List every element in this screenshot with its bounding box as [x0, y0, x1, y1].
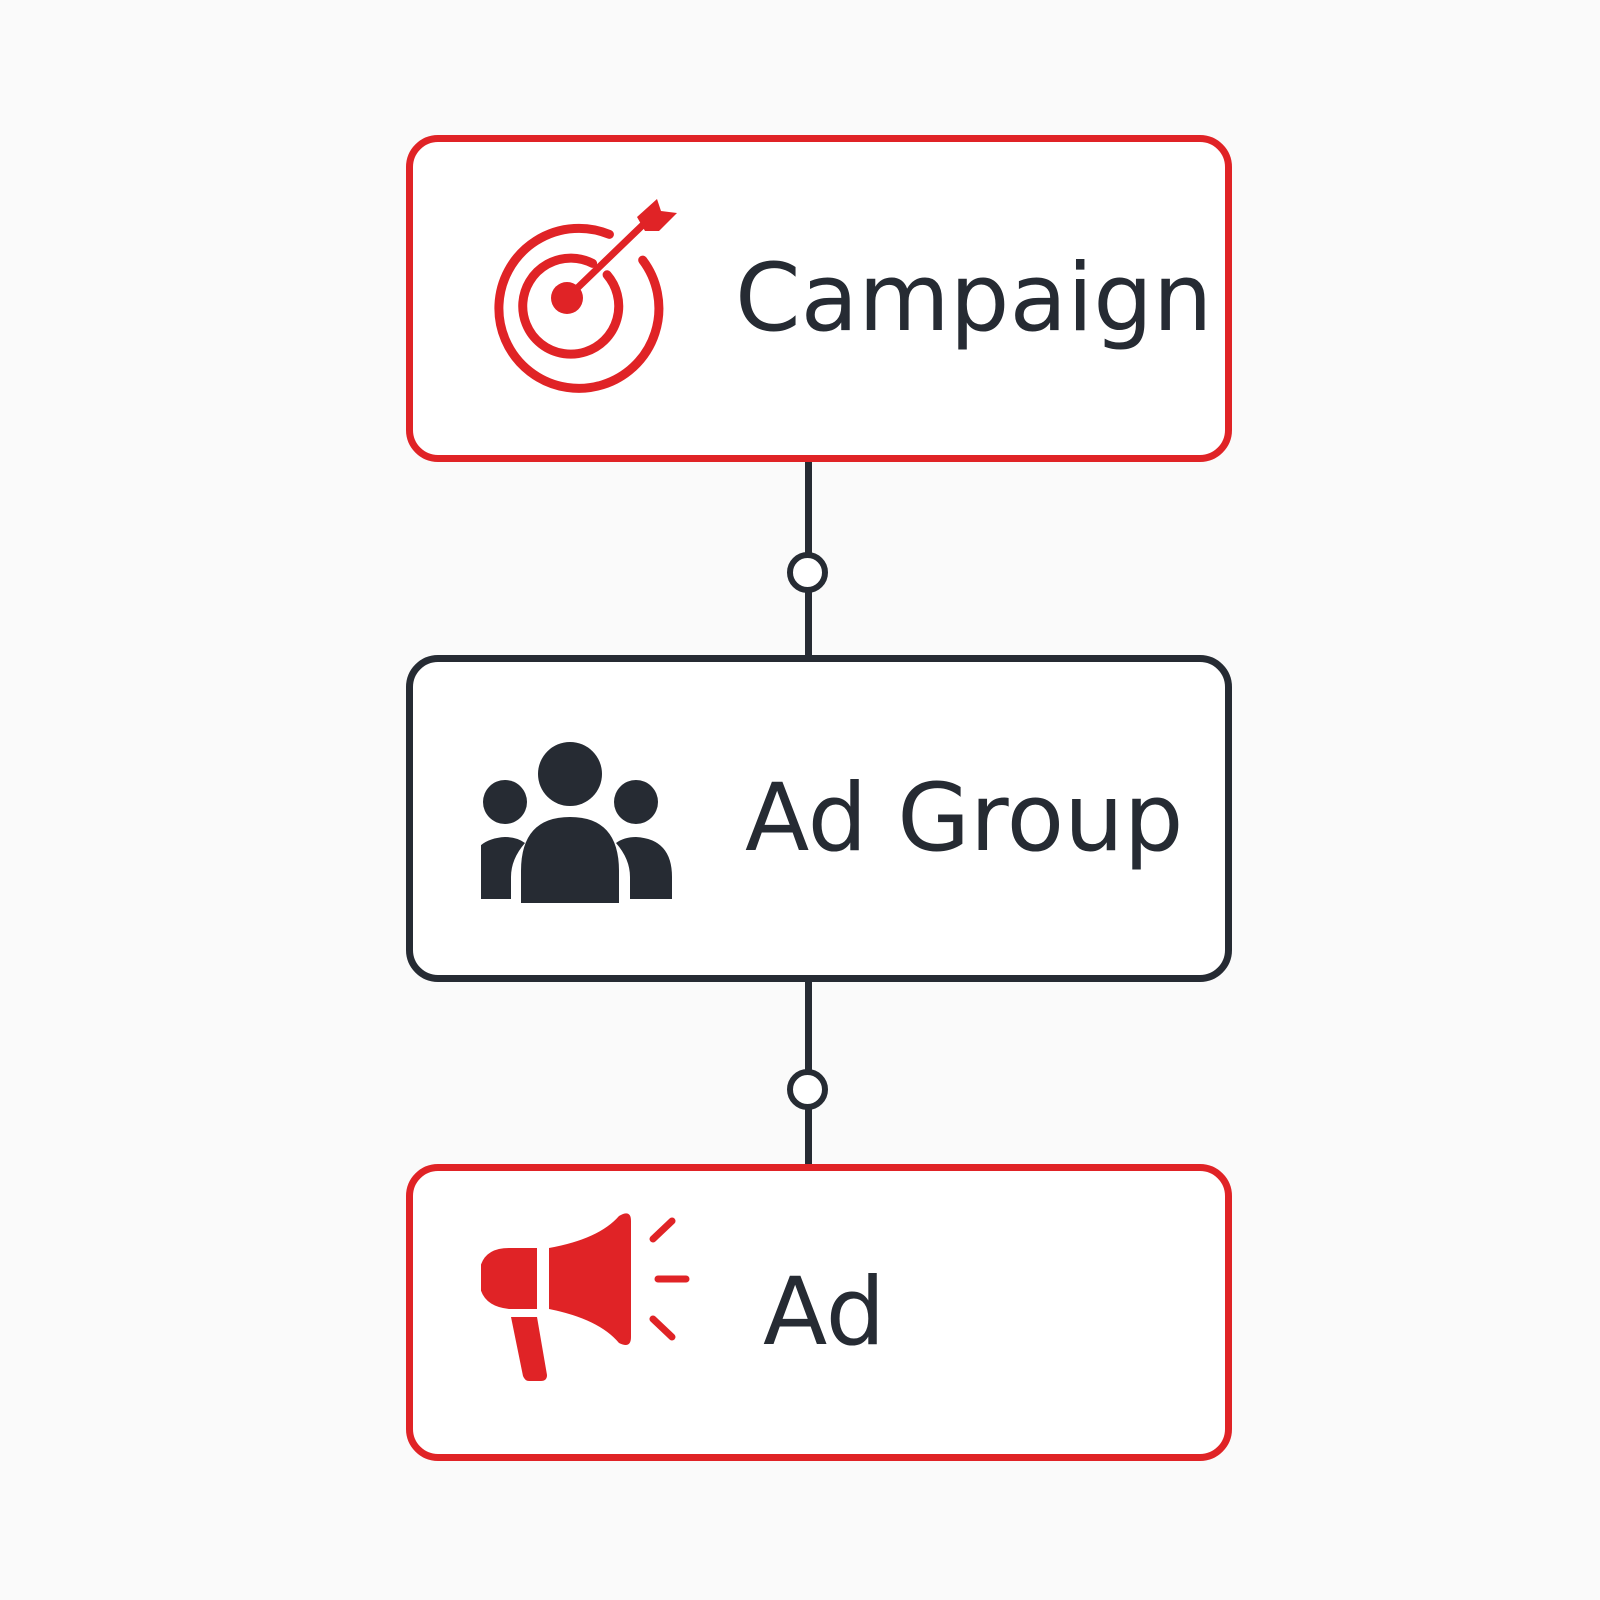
ad-label: Ad — [763, 1257, 886, 1367]
campaign-label: Campaign — [735, 243, 1213, 353]
adgroup-node[interactable]: Ad Group — [406, 655, 1232, 982]
connector-node-dot — [787, 1069, 828, 1110]
target-arrow-icon — [481, 198, 701, 399]
ad-node[interactable]: Ad — [406, 1164, 1232, 1461]
megaphone-icon — [481, 1212, 701, 1413]
connector-node-dot — [787, 552, 828, 593]
campaign-node[interactable]: Campaign — [406, 135, 1232, 462]
people-group-icon — [481, 719, 701, 919]
adgroup-label: Ad Group — [745, 763, 1184, 873]
